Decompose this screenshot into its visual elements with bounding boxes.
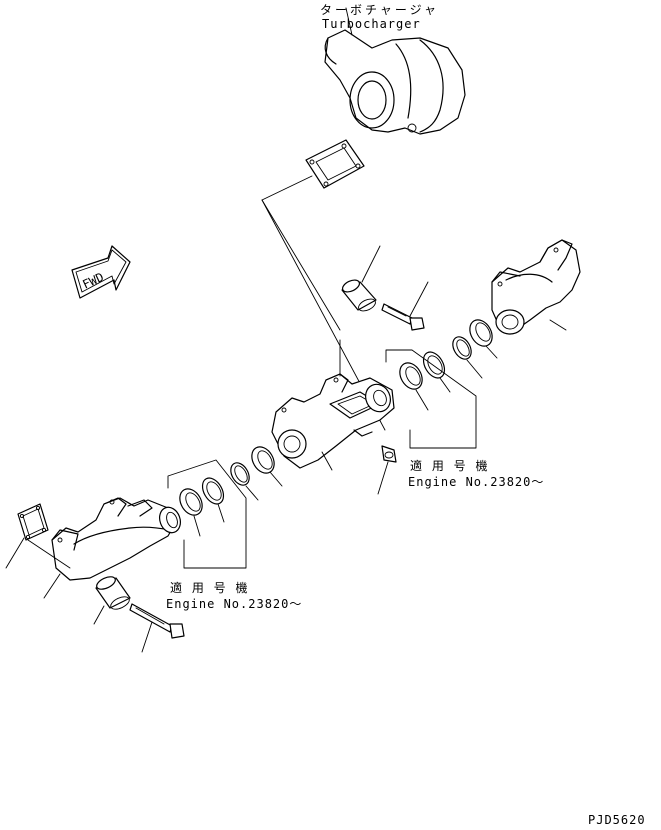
manifold-left-leader (43, 573, 61, 599)
seal-ring-right-1 (469, 319, 493, 347)
turbo-gasket (305, 139, 365, 189)
gasket-left-leader (5, 537, 25, 569)
seal-right-2-leader (466, 359, 483, 379)
engine-no-label-left: Engine No.23820～ (166, 597, 302, 611)
seal-right-1-leader (485, 345, 498, 359)
seal-center-2-leader (245, 485, 259, 501)
bracket-left-ring1-leader (217, 503, 225, 523)
seal-ring-bracket-right-1 (422, 351, 446, 379)
manifold-right (491, 239, 581, 335)
seal-ring-right-2 (452, 336, 472, 360)
gasket-left-link (27, 539, 71, 569)
manifold-center-leader (321, 451, 333, 471)
drawing-code: PJD5620 (588, 813, 646, 827)
seal-ring-bracket-left-1 (201, 477, 225, 505)
turbocharger-label-en: Turbocharger (322, 17, 421, 31)
gasket-leader (261, 175, 313, 201)
bracket-left (167, 459, 247, 569)
spacer-lower-leader (93, 605, 105, 625)
gasket-left (17, 503, 49, 541)
manifold-center (271, 373, 395, 469)
spacer-leader (361, 245, 381, 283)
gasket-leader-a (261, 199, 341, 331)
seal-ring-bracket-right-2 (399, 362, 423, 390)
bracket-right-ring1-leader (439, 377, 451, 393)
turbocharger (324, 29, 466, 135)
bolt-leader (409, 281, 429, 317)
plug (381, 445, 397, 463)
seal-ring-center-2 (230, 462, 250, 486)
bolt-lower (129, 603, 185, 639)
manifold-left (51, 497, 181, 581)
seal-center-1-leader (269, 471, 283, 487)
bracket-left-ring2-leader (193, 515, 201, 537)
plug-leader (377, 461, 389, 495)
applicable-label-right-jp: 適 用 号 機 (410, 458, 490, 473)
bolt-lower-leader (141, 621, 153, 653)
manifold-right-leader (549, 319, 567, 331)
seal-ring-bracket-left-2 (179, 488, 203, 516)
turbocharger-label-jp: ターボチャージャ (320, 3, 439, 17)
turbocharger-leader (345, 7, 353, 36)
seal-ring-center-1 (251, 446, 275, 474)
fwd-arrow-icon: FWD (71, 245, 131, 299)
bolt-upper (381, 303, 425, 331)
spacer-lower (95, 576, 131, 610)
engine-no-label-right: Engine No.23820～ (408, 475, 544, 489)
spacer-upper (341, 279, 377, 312)
bracket-right (385, 349, 477, 449)
bracket-right-ring2-leader (415, 389, 429, 411)
applicable-label-left-jp: 適 用 号 機 (170, 580, 250, 595)
